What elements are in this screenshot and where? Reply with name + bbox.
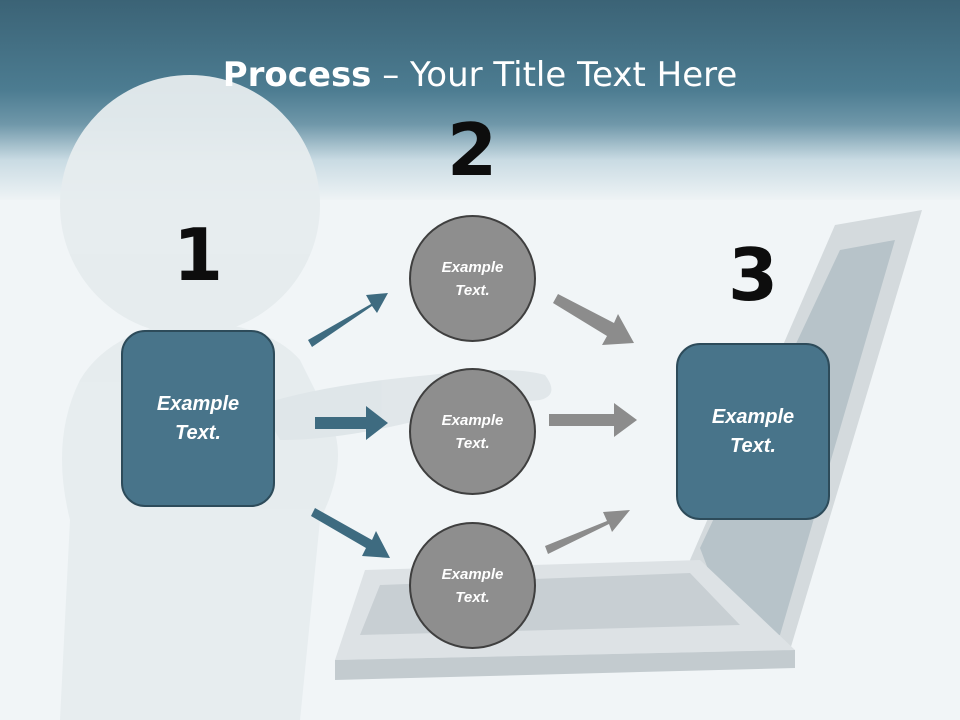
- arrow-1-to-bottom: [311, 508, 390, 558]
- step-number-2: 2: [446, 108, 498, 192]
- arrow-middle-to-3: [549, 403, 637, 437]
- step-1-line-1: Example: [156, 392, 240, 415]
- step-1-line-2: Text.: [175, 421, 221, 444]
- step-number-1: 1: [172, 213, 224, 297]
- circle-bottom-line-2: Text.: [455, 588, 490, 606]
- arrow-1-to-middle: [315, 406, 388, 440]
- circle-middle-line-2: Text.: [455, 434, 490, 452]
- circle-middle-line-1: Example: [441, 411, 504, 429]
- circle-top-line-2: Text.: [455, 281, 490, 299]
- arrow-top-to-3: [553, 294, 634, 345]
- step-3-line-1: Example: [711, 405, 795, 428]
- arrow-1-to-top: [308, 293, 388, 347]
- slide-title: Process – Your Title Text Here: [0, 52, 960, 98]
- title-rest: – Your Title Text Here: [371, 55, 738, 95]
- step-3-line-2: Text.: [730, 434, 776, 457]
- circle-bottom-line-1: Example: [441, 565, 504, 583]
- circle-top-line-1: Example: [441, 258, 504, 276]
- arrow-bottom-to-3: [545, 510, 630, 554]
- step-number-3: 3: [727, 233, 779, 317]
- title-bold: Process: [222, 55, 372, 95]
